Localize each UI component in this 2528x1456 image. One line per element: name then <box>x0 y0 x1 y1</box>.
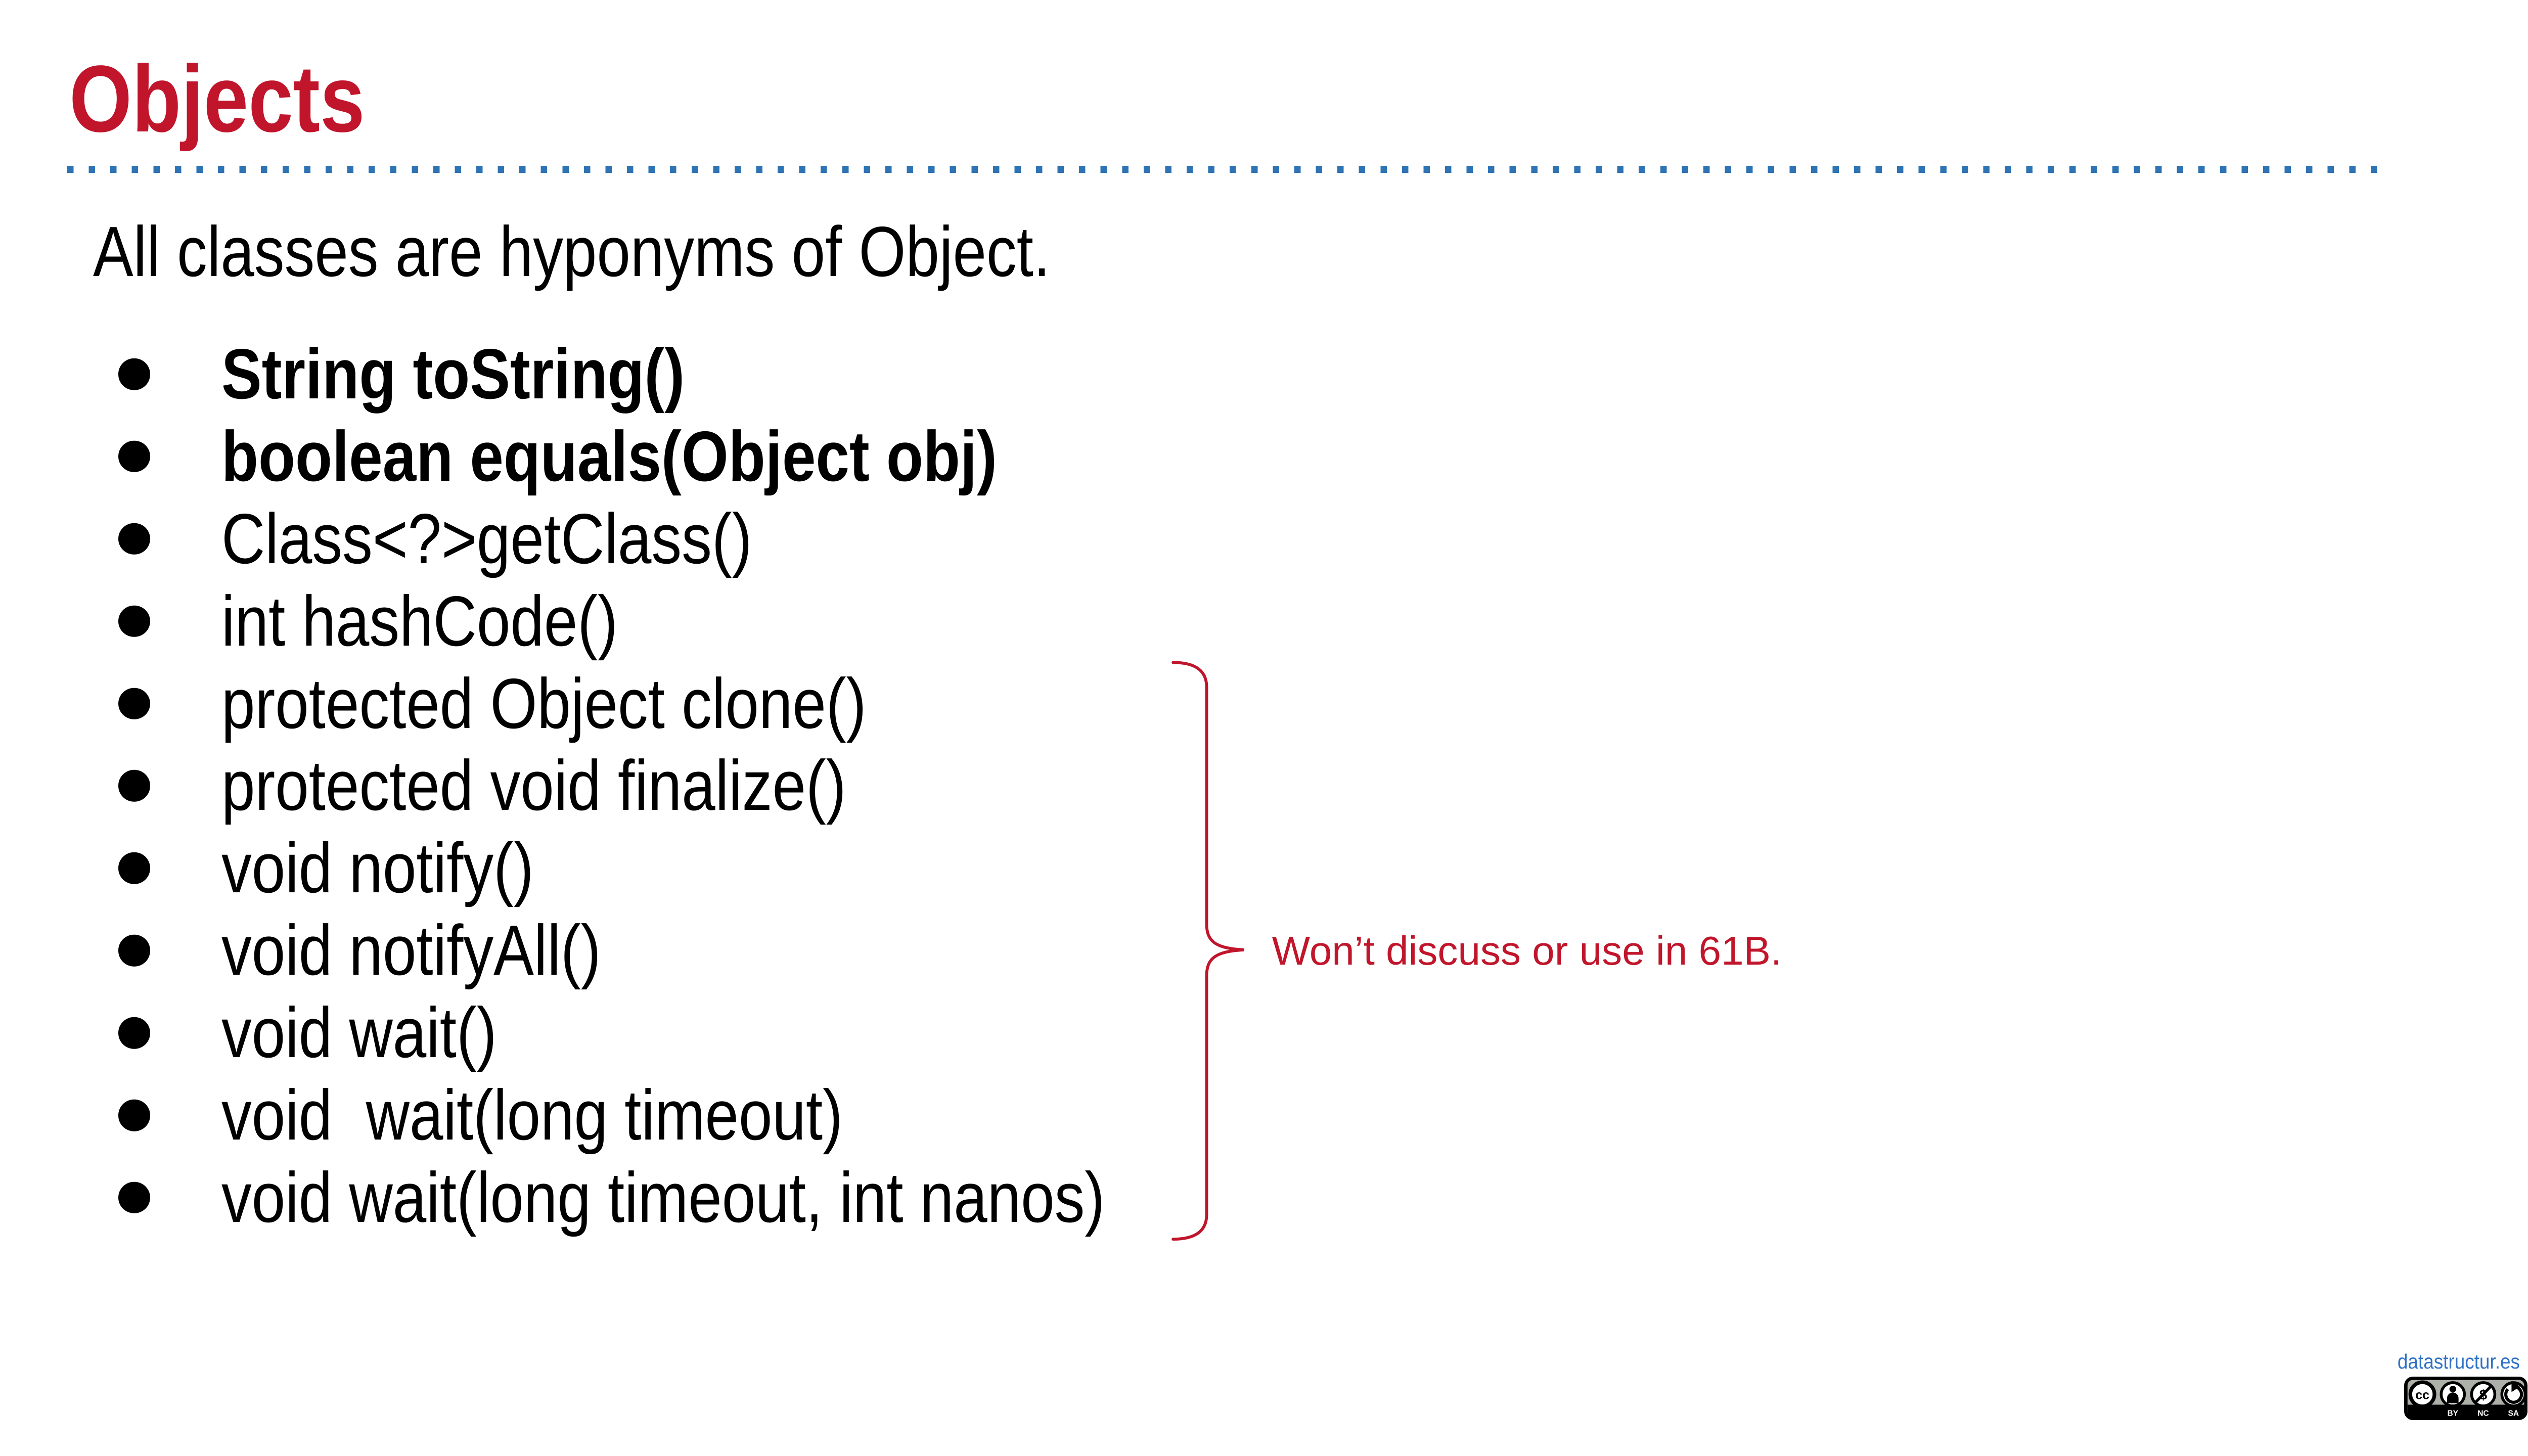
bullet-icon <box>118 605 150 637</box>
list-item: boolean equals(Object obj) <box>0 415 2528 497</box>
bullet-icon <box>118 688 150 719</box>
sa-label: SA <box>2508 1409 2519 1418</box>
annotation-note: Won’t discuss or use in 61B. <box>1272 928 1782 974</box>
list-item: protected Object clone() <box>0 662 2528 745</box>
bullet-icon <box>118 935 150 967</box>
bullet-icon <box>118 440 150 473</box>
page-title-text: Objects <box>69 45 365 152</box>
bullet-icon <box>118 1099 150 1131</box>
bullet-icon <box>118 1181 150 1214</box>
bullet-icon <box>118 523 150 555</box>
by-label: BY <box>2447 1409 2458 1418</box>
cc-icon <box>2408 1380 2436 1408</box>
bullet-icon <box>118 770 150 802</box>
bullet-icon <box>118 1017 150 1049</box>
list-item: void wait(long timeout) <box>0 1074 2528 1157</box>
list-item: int hashCode() <box>0 580 2528 662</box>
brace-connector-icon <box>1171 661 1245 1241</box>
list-item: protected void finalize() <box>0 745 2528 827</box>
list-item: void wait() <box>0 992 2528 1074</box>
list-item: void notifyAll() <box>0 909 2528 992</box>
intro-text: All classes are hyponyms of Object. <box>93 211 1050 291</box>
cc-icon-letters: cc <box>2415 1388 2429 1402</box>
list-item: String toString() <box>0 333 2528 416</box>
nc-label: NC <box>2477 1409 2489 1418</box>
list-item: void notify() <box>0 827 2528 909</box>
dotted-divider <box>67 166 2392 173</box>
page-title: Objects <box>69 45 417 152</box>
cc-badge-label-strip <box>2407 1404 2524 1418</box>
bullet-icon <box>118 852 150 884</box>
list-item: void wait(long timeout, int nanos) <box>0 1157 2528 1239</box>
cc-license-badge[interactable]: cc $ BY NC SA <box>2404 1376 2528 1420</box>
slide-canvas: Objects All classes are hyponyms of Obje… <box>0 45 2528 1420</box>
method-list: String toString() boolean equals(Object … <box>0 333 2528 1239</box>
bullet-icon <box>118 358 150 390</box>
footer-link[interactable]: datastructur.es <box>2398 1350 2520 1374</box>
list-item: Class<?>getClass() <box>0 497 2528 580</box>
